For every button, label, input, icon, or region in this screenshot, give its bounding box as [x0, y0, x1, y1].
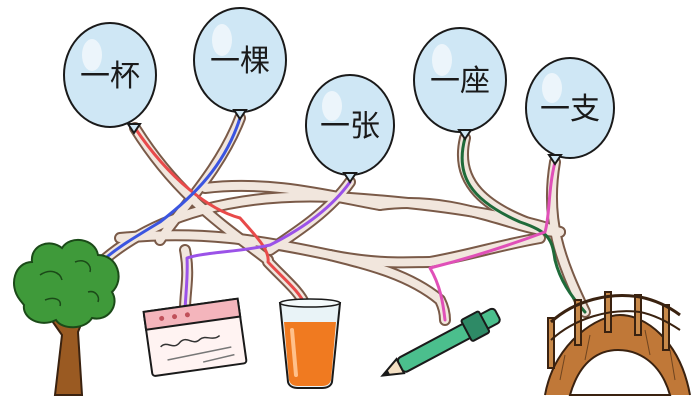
balloon-zhi: 一支 [525, 57, 615, 166]
path-zuo-to-bridge [460, 136, 587, 314]
juice-glass-icon [278, 298, 342, 389]
tree-icon [13, 239, 120, 396]
balloon-bei: 一杯 [63, 22, 157, 135]
path-zhi-to-pen [428, 160, 557, 322]
path-bei-to-glass [133, 126, 307, 307]
balloon-label-zhi: 一支 [540, 92, 600, 127]
answer-paths [93, 116, 587, 322]
balloon-zuo: 一座 [413, 27, 507, 141]
balloon-label-bei: 一杯 [80, 59, 140, 94]
path-zhang-to-card [183, 180, 352, 312]
card-icon [142, 297, 248, 377]
balloon-label-ke: 一棵 [210, 44, 270, 79]
balloon-zhang: 一张 [305, 74, 395, 184]
bridge-icon [544, 291, 691, 396]
path-ke-to-tree [93, 116, 242, 270]
balloon-ke: 一棵 [193, 7, 287, 121]
balloon-label-zuo: 一座 [430, 64, 490, 99]
pen-icon [380, 307, 501, 377]
balloon-label-zhang: 一张 [320, 109, 380, 144]
